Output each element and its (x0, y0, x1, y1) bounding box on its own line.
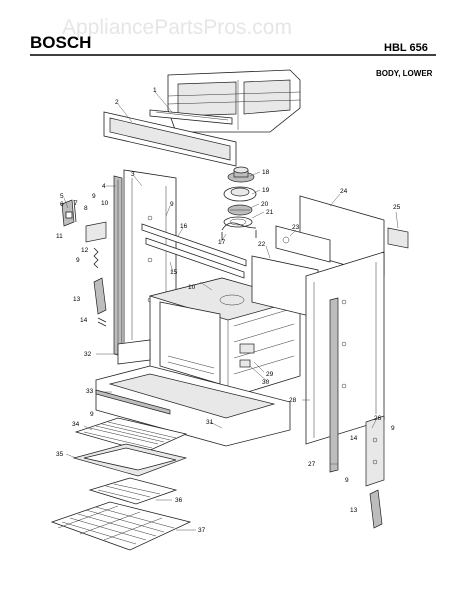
part-23-right-duct (275, 225, 331, 263)
part-10-door-bracket (85, 221, 107, 243)
callout-4: 4 (102, 183, 106, 190)
callout-28: 28 (289, 397, 297, 404)
part-27-right-rail (329, 297, 339, 473)
callout-3: 3 (131, 171, 135, 178)
part-12-spring (93, 247, 99, 269)
part-25-small-cover (387, 227, 409, 249)
part-13-left-hinge (93, 277, 107, 315)
model-number: HBL 656 (384, 42, 428, 54)
callout-21: 21 (266, 209, 274, 216)
callout-31: 31 (206, 419, 214, 426)
callout-1: 1 (153, 87, 157, 94)
callout-30: 30 (262, 379, 270, 386)
part-37-telescopic-rack (50, 501, 192, 551)
part-callouts: 1 2 3 4 5 6 7 8 9 9 9 9 9 9 10 10 11 12 … (56, 87, 401, 534)
part-13-right-hinge (369, 489, 383, 529)
part-10-oven-cavity (148, 277, 302, 399)
callout-5: 5 (60, 193, 64, 200)
callout-20: 20 (261, 201, 269, 208)
callout-15: 15 (170, 269, 178, 276)
callout-14-left: 14 (80, 317, 88, 324)
part-15-lower-crossbar (145, 237, 245, 279)
part-36-broil-grid (88, 477, 178, 505)
callout-9-lower-left: 9 (90, 411, 94, 418)
callout-17: 17 (218, 239, 226, 246)
part-32-bottom-bracket (117, 339, 151, 365)
callout-10-left: 10 (101, 200, 109, 207)
part-20-fan-blade (227, 204, 253, 216)
callout-32: 32 (84, 351, 92, 358)
callout-12: 12 (81, 247, 89, 254)
callout-24: 24 (340, 188, 348, 195)
callout-13-left: 13 (73, 296, 81, 303)
callout-25: 25 (393, 204, 401, 211)
upper-body-frame (167, 69, 301, 133)
callout-9-left: 9 (76, 257, 80, 264)
part-16-upper-crossbar (141, 223, 247, 267)
callout-13-right: 13 (350, 507, 358, 514)
callout-2: 2 (115, 99, 119, 106)
part-4-left-rail (113, 175, 123, 357)
callout-33: 33 (86, 388, 94, 395)
callout-8: 8 (84, 205, 88, 212)
callout-35: 35 (56, 451, 64, 458)
callout-11: 11 (56, 233, 63, 240)
callout-9-center: 9 (170, 201, 174, 208)
watermark-text: AppliancePartsPros.com (62, 16, 292, 39)
brand-logo: BOSCH (30, 33, 91, 52)
callout-9-upper-left: 9 (92, 193, 96, 200)
callout-6: 6 (60, 201, 64, 208)
part-21-fan-ring (223, 216, 253, 228)
leader-lines (63, 91, 399, 531)
callout-27: 27 (308, 461, 316, 468)
callout-7: 7 (74, 200, 78, 207)
part-28-right-side-frame (305, 251, 385, 445)
callout-16: 16 (180, 223, 188, 230)
part-2-front-panel (103, 111, 237, 167)
callout-29: 29 (266, 371, 274, 378)
callout-34: 34 (72, 421, 80, 428)
callout-10-center: 10 (188, 284, 196, 291)
callout-22: 22 (258, 241, 266, 248)
part-6-hinge-clip (65, 211, 73, 219)
callout-9-right: 9 (391, 425, 395, 432)
part-26-hinge-plate (365, 415, 385, 487)
section-title: BODY, LOWER (376, 69, 433, 78)
part-35-broil-pan (72, 443, 188, 477)
part-19-fan-motor (223, 186, 257, 202)
callout-18: 18 (262, 169, 270, 176)
part-30-side-clip (239, 359, 251, 368)
callout-9-lower-right: 9 (345, 477, 349, 484)
part-7-pin (73, 199, 77, 223)
callout-14-right: 14 (350, 435, 358, 442)
callout-26: 26 (374, 415, 382, 422)
callout-37: 37 (198, 527, 206, 534)
part-33-front-rail (95, 389, 171, 415)
callout-19: 19 (262, 187, 270, 194)
part-1-trim-strip (149, 109, 233, 125)
part-18-fan-motor-top (227, 166, 255, 183)
part-29-side-bracket (239, 343, 255, 354)
callout-23: 23 (292, 224, 300, 231)
part-14-left-screw (97, 317, 107, 327)
part-17-fan-bracket (221, 222, 257, 240)
part-34-oven-rack (74, 417, 188, 453)
part-31-bottom-frame (95, 365, 291, 447)
callout-36: 36 (175, 497, 183, 504)
